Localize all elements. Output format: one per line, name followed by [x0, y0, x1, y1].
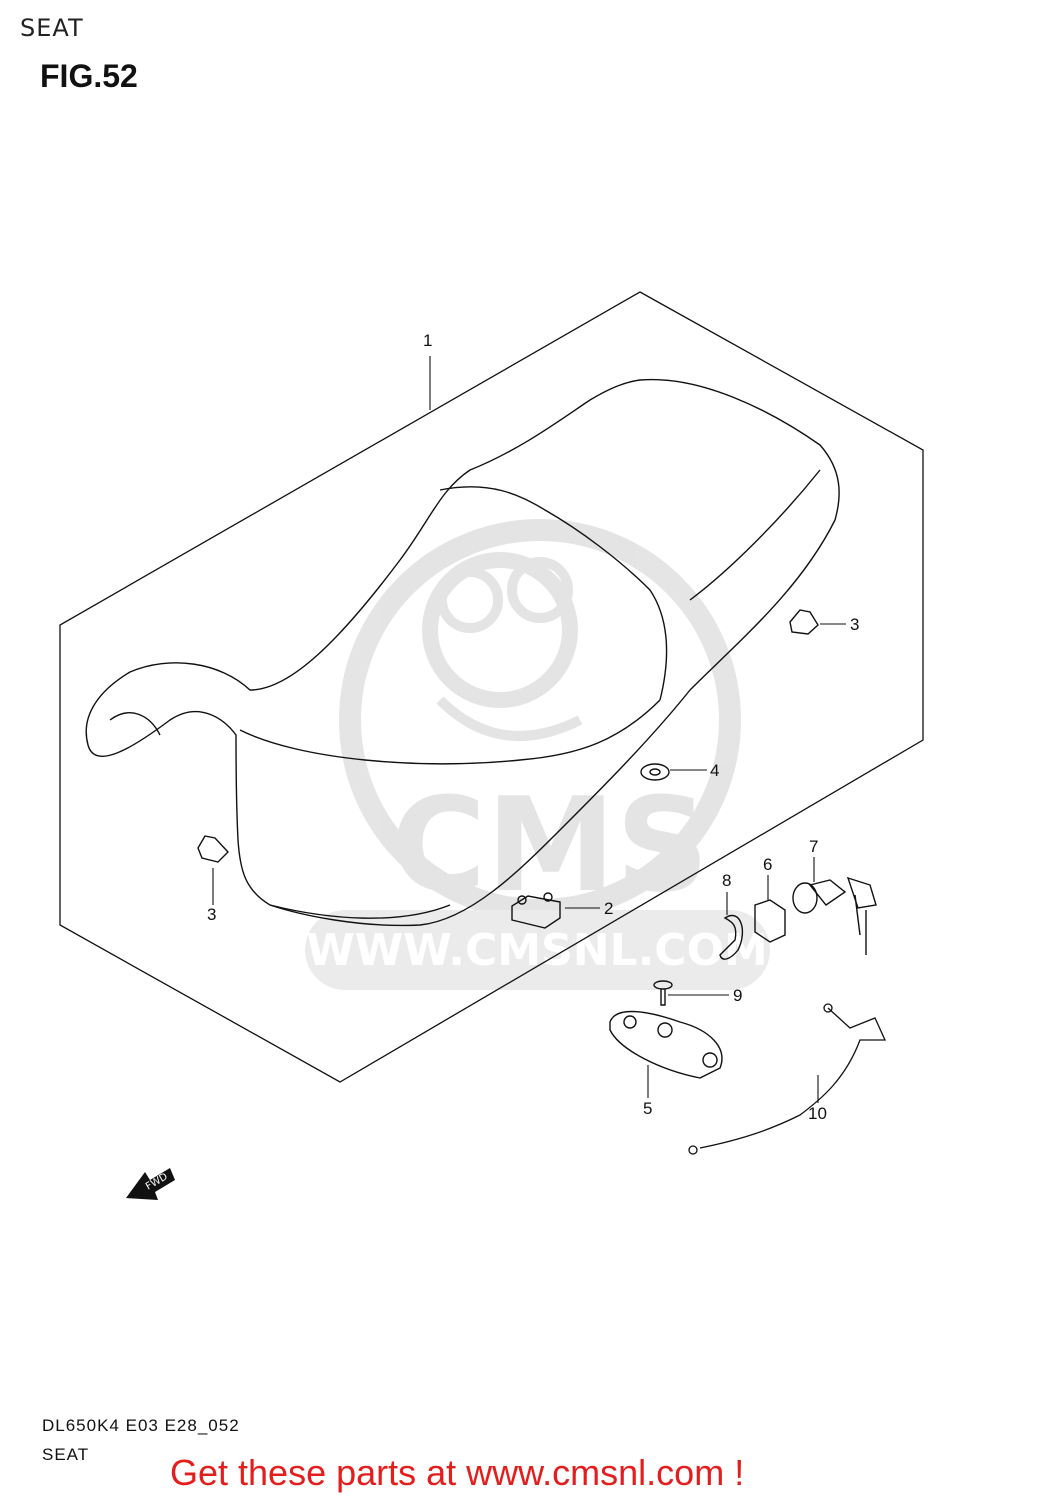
callout-6: 6: [763, 855, 772, 874]
diagram-name: SEAT: [42, 1445, 90, 1464]
callout-10: 10: [808, 1104, 827, 1123]
callout-5: 5: [643, 1099, 652, 1118]
bracket-2-part: [511, 892, 561, 929]
figure-title: FIG.52: [40, 58, 138, 94]
spring-8-part: [719, 914, 743, 960]
callout-7: 7: [809, 837, 818, 856]
callout-3-left: 3: [207, 905, 216, 924]
leader-lines: [212, 356, 846, 1103]
watermark-url: WWW.CMSNL.COM: [306, 925, 768, 976]
cushion-3-left-part: [197, 835, 229, 863]
assembly-frame: [59, 291, 924, 1083]
promo-link[interactable]: Get these parts at www.cmsnl.com !: [170, 1452, 745, 1493]
callout-3-right: 3: [850, 615, 859, 634]
callout-8: 8: [722, 871, 731, 890]
screw-9-part: [653, 980, 673, 1006]
cushion-3-right-part: [789, 609, 819, 635]
watermark-brand: CMS: [391, 769, 709, 921]
seat-drawing: [85, 378, 840, 927]
callout-4: 4: [710, 761, 719, 780]
section-title: SEAT: [20, 14, 84, 42]
watermark-logo: CMS WWW.CMSNL.COM: [305, 519, 770, 990]
cable-10-part: [688, 1003, 887, 1155]
callout-2: 2: [604, 899, 613, 918]
lock-7-part: [792, 876, 877, 955]
diagram-code: DL650K4 E03 E28_052: [42, 1416, 240, 1435]
lock-plate-5-part: [609, 1010, 723, 1079]
callout-1: 1: [423, 331, 432, 350]
forward-direction-arrow: FWD: [126, 1168, 175, 1200]
nut-4-part: [640, 763, 670, 781]
callout-9: 9: [733, 986, 742, 1005]
clip-6-part: [754, 899, 786, 943]
